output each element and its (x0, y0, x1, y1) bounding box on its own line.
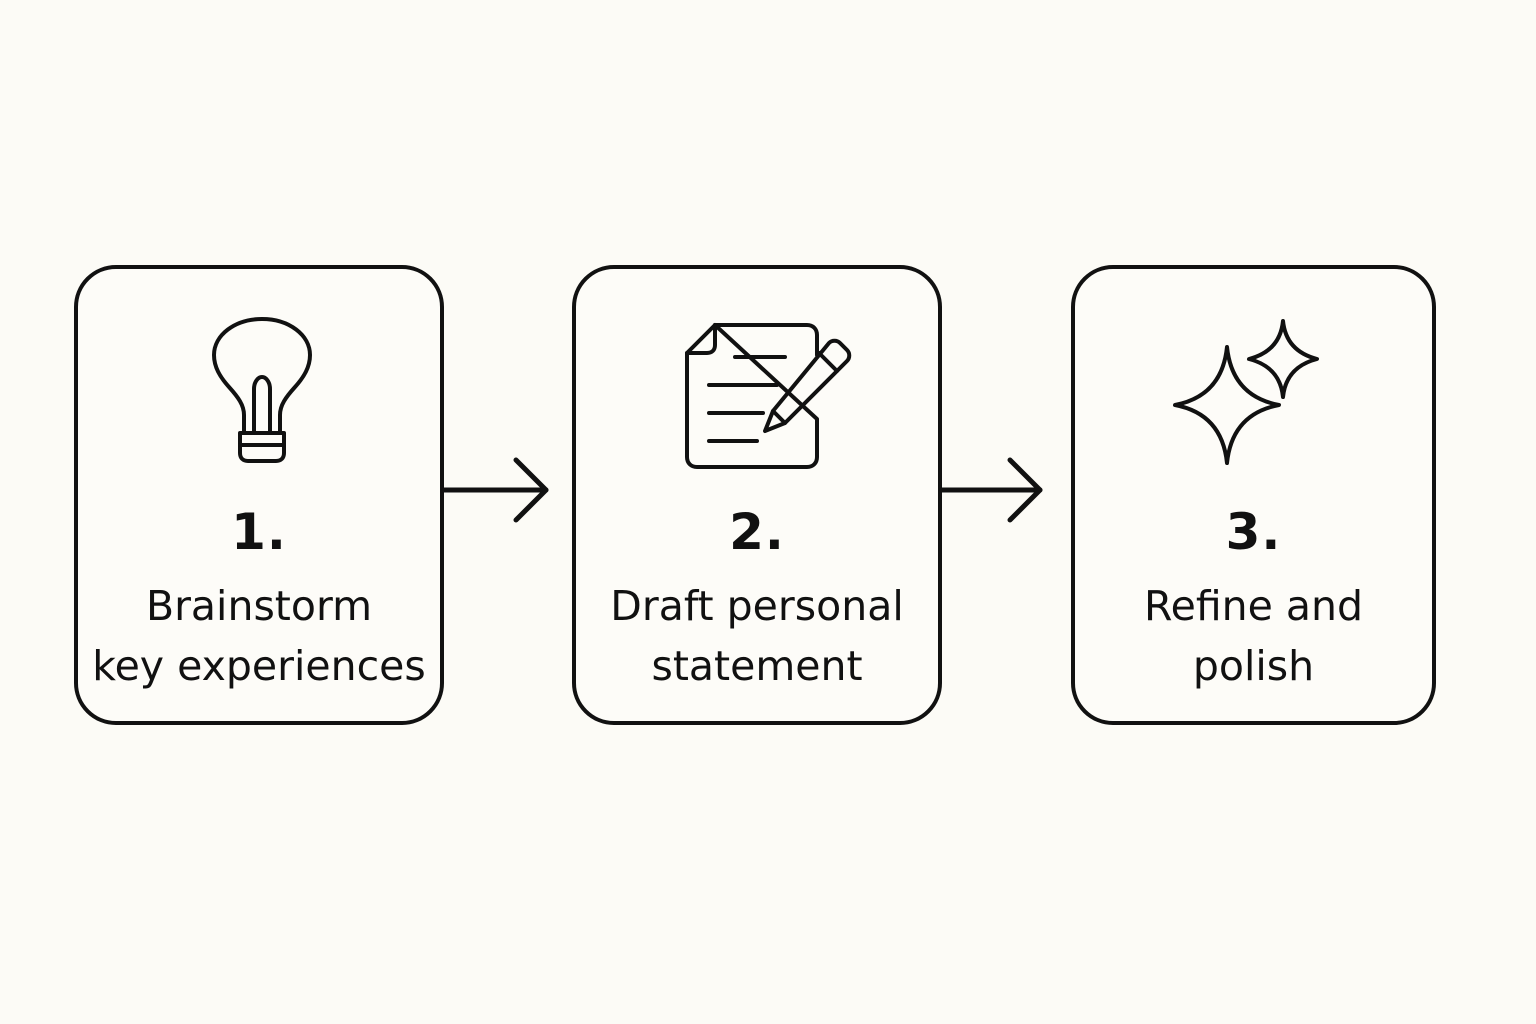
arrow-right-icon (441, 457, 549, 523)
step-label-line: polish (1192, 642, 1315, 690)
sparkles-icon (1075, 269, 1432, 509)
arrow-right-icon (939, 457, 1043, 523)
step-card-refine: 3. Refine and polish (1071, 265, 1436, 725)
document-pencil-icon (576, 269, 938, 509)
step-card-brainstorm: 1. Brainstorm key experiences (74, 265, 444, 725)
step-label-line: key experiences (92, 642, 426, 690)
step-label-line: statement (651, 642, 863, 690)
lightbulb-icon (78, 269, 440, 509)
step-card-draft: 2. Draft personal statement (572, 265, 942, 725)
step-label-line: Brainstorm (145, 582, 373, 630)
step-label: Draft personal statement (570, 576, 944, 696)
step-number: 1. (231, 503, 287, 561)
step-label: Brainstorm key experiences (72, 576, 446, 696)
step-number: 2. (729, 503, 785, 561)
step-label-line: Draft personal (610, 582, 904, 630)
step-label: Refine and polish (1069, 576, 1438, 696)
step-label-line: Refine and (1143, 582, 1364, 630)
step-number: 3. (1225, 503, 1282, 561)
